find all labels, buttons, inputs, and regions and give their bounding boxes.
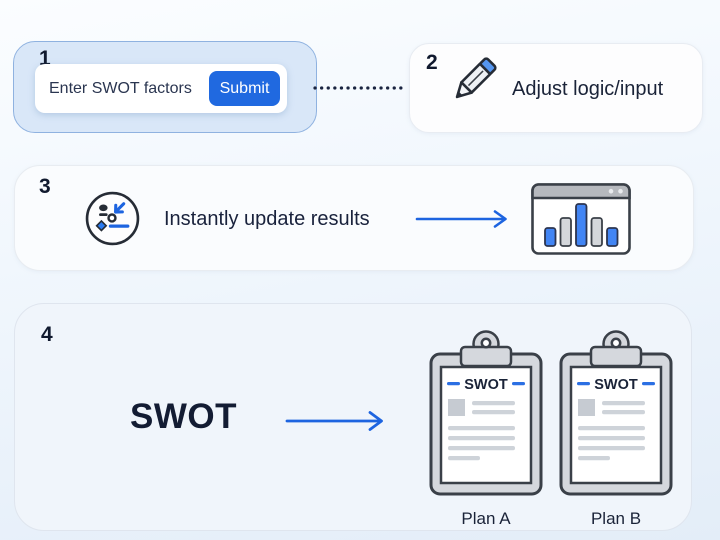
- step1-number: 1: [39, 47, 51, 70]
- swot-input-group: Submit: [35, 64, 287, 113]
- step2-label: Adjust logic/input: [512, 77, 664, 100]
- plan-a-caption: Plan A: [461, 509, 511, 528]
- clipboard-icon: SWOT: [559, 330, 673, 496]
- pencil-icon: [455, 57, 497, 99]
- plan-b-caption: Plan B: [590, 509, 642, 528]
- swot-title: SWOT: [130, 397, 237, 436]
- step3-number: 3: [39, 175, 51, 198]
- step3-label: Instantly update results: [164, 207, 370, 230]
- swot-factors-input[interactable]: [49, 79, 209, 98]
- clipboard-plan-a: SWOT Plan A: [427, 329, 545, 529]
- arrow-right-icon: [415, 210, 507, 228]
- step3-card: 3 Instantly update results: [14, 165, 694, 271]
- submit-button[interactable]: Submit: [209, 71, 280, 106]
- clipboard-title: SWOT: [464, 377, 508, 393]
- clipboard-icon: SWOT: [429, 330, 543, 496]
- instant-update-icon: [85, 191, 140, 246]
- step4-card: 4 SWOT SWOT: [14, 303, 692, 531]
- clipboard-plan-b: SWOT Plan B: [557, 329, 675, 529]
- step1-card: 1 Submit: [13, 41, 317, 133]
- step2-card: 2 Adjust logic/input: [409, 43, 703, 133]
- step2-number: 2: [426, 51, 438, 74]
- arrow-right-icon: [285, 411, 383, 431]
- clipboard-title: SWOT: [594, 377, 638, 393]
- dotted-connector-line: [313, 86, 408, 90]
- step4-number: 4: [41, 323, 53, 346]
- bar-chart-window-icon: [531, 183, 631, 255]
